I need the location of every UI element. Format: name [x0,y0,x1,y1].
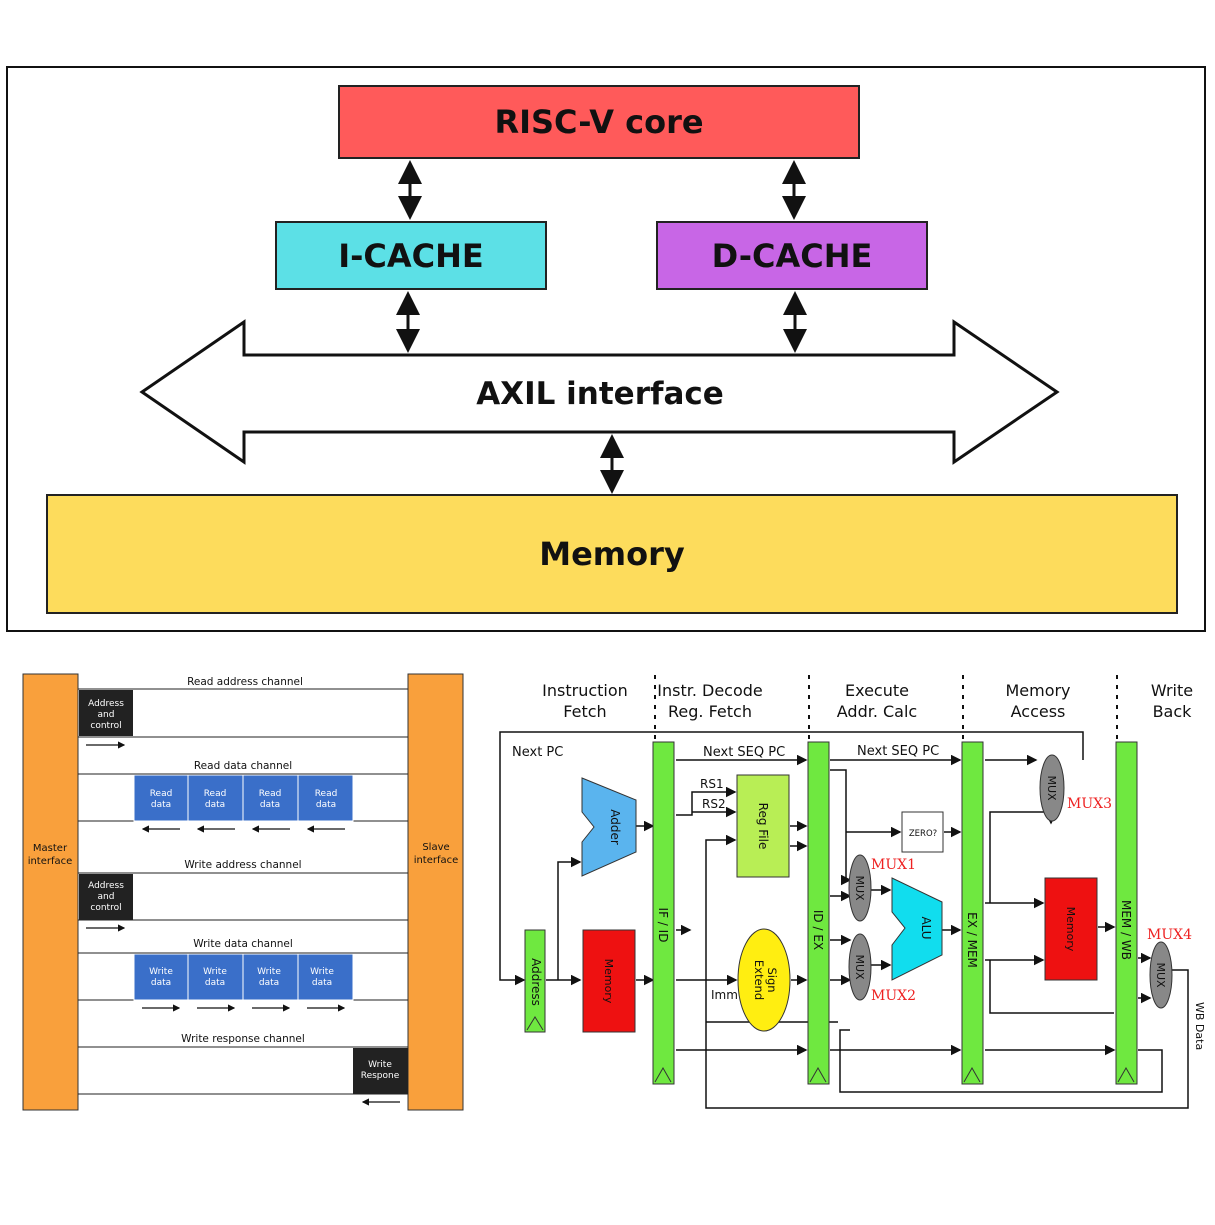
stage-separators [654,675,1118,740]
alu-unit [891,877,943,981]
adder-label: Adder [608,809,622,845]
read-data-block [133,774,189,822]
mux4-label: MUX4 [1147,927,1192,943]
next-pc-label: Next PC [512,745,563,760]
read-address-channel-label: Read address channel [187,676,303,688]
read-data-block [242,774,299,822]
next-seq-pc-label-2: Next SEQ PC [857,744,939,759]
if-id-register [652,741,675,1085]
d-cache-block: D-CACHE [656,221,928,290]
if-id-label: IF / ID [656,908,670,943]
ex-mem-register [961,741,984,1085]
rs1-label: RS1 [700,777,724,791]
axil-bus-label: AXIL interface [476,376,724,412]
rs2-label: RS2 [702,797,726,811]
write-address-channel-label: Write address channel [184,859,301,871]
read-data-block [297,774,354,822]
write-data-block [297,953,354,1001]
mux3-text: MUX [1045,775,1058,801]
imm-label: Imm [711,988,738,1002]
risc-v-core-block: RISC-V core [338,85,860,159]
write-data-channel-label: Write data channel [193,938,293,950]
mux2-label: MUX2 [871,988,916,1004]
zero-check-unit [901,811,944,853]
write-data-block [133,953,189,1001]
instruction-memory-label: Memory [602,959,615,1004]
data-memory-unit [1044,877,1098,981]
mux1-label: MUX1 [871,857,916,873]
mux4-unit [1149,941,1173,1009]
mem-wb-register [1115,741,1138,1085]
memory-block: Memory [46,494,1178,614]
ex-mem-label: EX / MEM [965,912,979,968]
read-data-channel-label: Read data channel [194,760,292,772]
alu-label: ALU [919,916,933,939]
address-register [524,929,546,1033]
soc-block-diagram [6,66,1206,632]
write-response-channel-label: Write response channel [181,1033,305,1045]
adder-unit [581,777,637,877]
wb-data-label: WB Data [1193,1002,1206,1050]
read-data-block [187,774,244,822]
sign-extend-label: SignExtend [752,960,779,1000]
address-label: Address [529,958,543,1006]
mux1-text: MUX [853,875,866,901]
write-address-control-block [79,874,133,920]
next-seq-pc-label-1: Next SEQ PC [703,745,785,760]
sign-extend-unit [737,928,791,1032]
id-ex-register [807,741,830,1085]
master-interface-bar [22,673,79,1111]
mux2-unit [848,933,872,1001]
mux4-text: MUX [1154,962,1167,988]
write-data-block [187,953,244,1001]
write-response-block [353,1048,408,1094]
mux3-unit [1039,754,1065,822]
reg-file-label: Reg File [756,803,770,850]
i-cache-block: I-CACHE [275,221,547,290]
zero-check-label: ZERO? [909,829,937,839]
mem-wb-label: MEM / WB [1119,900,1133,960]
mux2-text: MUX [853,954,866,980]
axil-bus-arrow [139,319,1060,465]
write-data-block [242,953,299,1001]
reg-file-unit [736,774,790,878]
slave-interface-bar [407,673,464,1111]
pipeline-wires [499,731,1189,1109]
data-memory-label: Memory [1064,907,1077,952]
top-connections: AXIL interface [139,160,1060,494]
id-ex-label: ID / EX [811,910,825,950]
read-address-control-block [79,690,133,736]
pipeline-registers [524,741,1138,1085]
mux1-unit [848,854,872,922]
mux3-label: MUX3 [1067,796,1112,812]
instruction-memory-unit [582,929,636,1033]
